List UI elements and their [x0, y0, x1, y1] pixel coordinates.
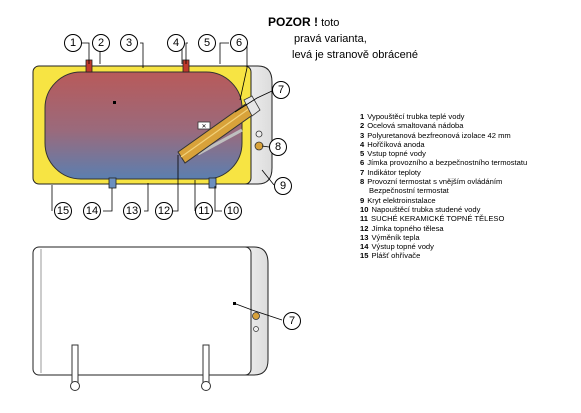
- thermostat-knob-2: [255, 130, 263, 138]
- callout-6: 6: [230, 34, 248, 52]
- exterior-pipes: [70, 344, 211, 391]
- heating-water-outlet: [208, 177, 217, 189]
- svg-text:14: 14: [86, 205, 98, 217]
- callout-7-exterior: 7: [283, 312, 301, 330]
- svg-text:9: 9: [280, 180, 286, 192]
- legend-item-8b: Bezpečnostní termostat: [369, 186, 449, 196]
- svg-text:15: 15: [57, 205, 69, 217]
- warning-title: POZOR !: [268, 15, 318, 29]
- callout-11: 11: [195, 202, 213, 220]
- steel-tank: [44, 71, 243, 180]
- ceramic-heating-element: [177, 95, 261, 164]
- section-view: ✕: [32, 59, 273, 189]
- callout-3: 3: [120, 34, 138, 52]
- callout-8: 8: [269, 138, 287, 156]
- callout-13: 13: [123, 202, 141, 220]
- callout-15: 15: [54, 202, 72, 220]
- svg-text:✕: ✕: [201, 124, 206, 130]
- temperature-indicator-mark: [197, 121, 211, 130]
- svg-text:13: 13: [126, 205, 138, 217]
- svg-text:5: 5: [204, 37, 210, 49]
- callout-5: 5: [198, 34, 216, 52]
- svg-text:11: 11: [198, 205, 209, 217]
- exterior-indicator: [252, 312, 260, 320]
- callout-7: 7: [272, 81, 290, 99]
- callout-9: 9: [274, 177, 292, 195]
- warning-text-3: levá je stranově obrácené: [292, 49, 418, 61]
- svg-text:8: 8: [275, 141, 281, 153]
- callout-2: 2: [92, 34, 110, 52]
- svg-text:7: 7: [278, 84, 284, 96]
- cold-water-inlet: [108, 177, 117, 189]
- callout-14: 14: [83, 202, 101, 220]
- warning-text-1: toto: [321, 17, 340, 29]
- callout-10: 10: [224, 202, 242, 220]
- svg-text:2: 2: [98, 37, 104, 49]
- callout-1: 1: [64, 34, 82, 52]
- exterior-view: [32, 246, 269, 391]
- callout-12: 12: [155, 202, 173, 220]
- svg-text:3: 3: [126, 37, 132, 49]
- svg-text:6: 6: [236, 37, 242, 49]
- warning-note: POZOR ! toto pravá varianta, levá je str…: [268, 14, 568, 63]
- exterior-body: [32, 246, 252, 376]
- svg-text:10: 10: [227, 205, 239, 217]
- warning-text-2: pravá varianta,: [294, 33, 367, 45]
- svg-text:7: 7: [289, 315, 295, 327]
- svg-text:4: 4: [173, 37, 179, 49]
- svg-text:12: 12: [158, 205, 170, 217]
- callout-4: 4: [167, 34, 185, 52]
- svg-text:1: 1: [70, 37, 76, 49]
- thermostat-knob: [254, 141, 264, 151]
- magnesium-anode: [197, 128, 243, 156]
